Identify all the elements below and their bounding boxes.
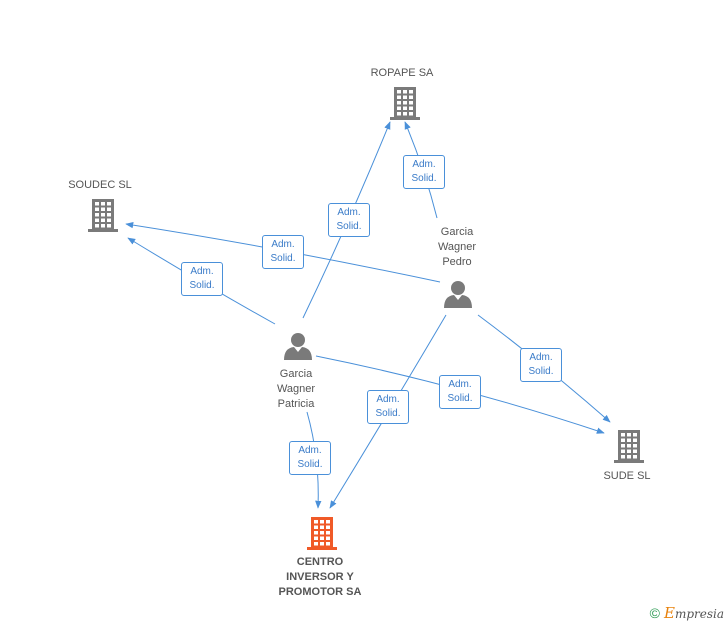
- edge-label-line1: Adm.: [529, 352, 553, 363]
- edge-label-line2: Solid.: [336, 221, 362, 232]
- footer-brand: © Empresia: [650, 604, 724, 622]
- edge-label-line1: Adm.: [376, 394, 400, 405]
- building-icon-ropape[interactable]: [390, 87, 420, 120]
- edge-label-line2: Solid.: [447, 393, 473, 404]
- edge-label-pedro-to-centro[interactable]: Adm. Solid.: [367, 390, 409, 424]
- person-icon-pedro[interactable]: [444, 281, 472, 308]
- copyright-symbol: ©: [649, 605, 660, 621]
- edge-label-line1: Adm.: [337, 207, 361, 218]
- edge-label-line2: Solid.: [270, 253, 296, 264]
- edge-label-patricia-to-centro[interactable]: Adm. Solid.: [289, 441, 331, 475]
- person-icon-patricia[interactable]: [284, 333, 312, 360]
- building-icon-centro[interactable]: [307, 517, 337, 550]
- building-icon-soudec[interactable]: [88, 199, 118, 232]
- building-icon-sude[interactable]: [614, 430, 644, 463]
- edge-label-patricia-to-soudec[interactable]: Adm. Solid.: [181, 262, 223, 296]
- edge-label-line1: Adm.: [190, 266, 214, 277]
- edge-label-line2: Solid.: [411, 173, 437, 184]
- edge-label-pedro-to-soudec[interactable]: Adm. Solid.: [262, 235, 304, 269]
- edge-label-line2: Solid.: [528, 366, 554, 377]
- node-label-pedro[interactable]: Garcia Wagner Pedro: [437, 226, 477, 268]
- node-label-sude[interactable]: SUDE SL: [603, 470, 651, 482]
- edge-label-line2: Solid.: [375, 408, 401, 419]
- node-label-patricia[interactable]: Garcia Wagner Patricia: [276, 368, 316, 410]
- empresia-logo: Empresia: [663, 604, 724, 622]
- edge-label-line1: Adm.: [298, 445, 322, 456]
- edge-label-line1: Adm.: [412, 159, 436, 170]
- node-label-centro[interactable]: CENTRO INVERSOR Y PROMOTOR SA: [278, 556, 362, 598]
- edge-label-line2: Solid.: [189, 280, 215, 291]
- edge-label-line1: Adm.: [448, 379, 472, 390]
- node-label-ropape[interactable]: ROPAPE SA: [370, 67, 434, 79]
- edge-label-patricia-to-ropape[interactable]: Adm. Solid.: [328, 203, 370, 237]
- node-label-soudec[interactable]: SOUDEC SL: [68, 179, 132, 191]
- edge-label-pedro-to-sude[interactable]: Adm. Solid.: [520, 348, 562, 382]
- edge-label-pedro-to-ropape[interactable]: Adm. Solid.: [403, 155, 445, 189]
- edge-label-line1: Adm.: [271, 239, 295, 250]
- edge-label-patricia-to-sude[interactable]: Adm. Solid.: [439, 375, 481, 409]
- edge-label-line2: Solid.: [297, 459, 323, 470]
